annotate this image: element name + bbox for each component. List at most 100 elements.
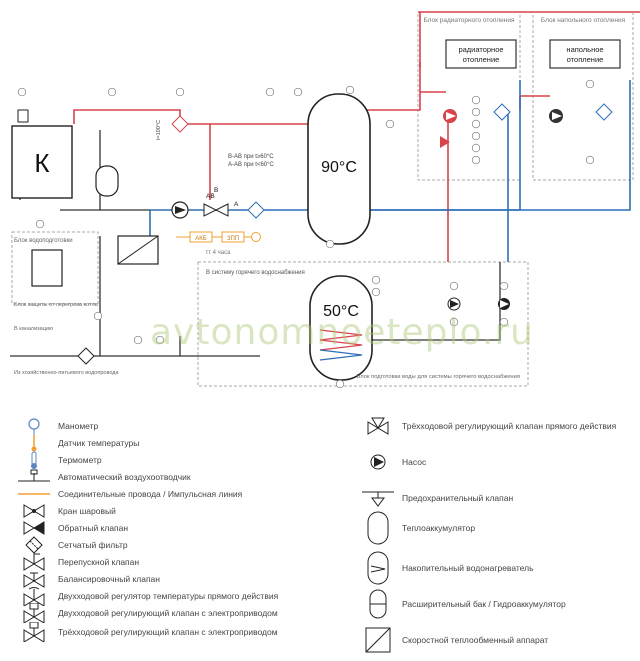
callout-circle — [471, 107, 481, 117]
radiator-heating-label: радиаторное — [458, 45, 503, 54]
legend-label: Датчик температуры — [58, 438, 140, 448]
legend-item-temp-sensor: Датчик температуры — [16, 433, 139, 453]
legend-item-air-vent: Автоматический воздухоотводчик — [16, 467, 191, 487]
callout-circle — [93, 311, 103, 321]
radiator-block-frame — [417, 11, 521, 181]
radiator-block-title: Блок радиаторного отопления — [423, 17, 515, 24]
callout-circle — [335, 379, 345, 389]
water-heater-icon — [367, 551, 389, 585]
legend-label: Трёхходовой регулирующий клапан с электр… — [58, 627, 278, 637]
floor-block-title: Блок напольного отопления — [541, 17, 626, 24]
callout-circle — [175, 87, 185, 97]
callout-circle — [325, 239, 335, 249]
water-supply-block-label: Блок водоподготовки — [14, 238, 73, 244]
heat-accumulator-tank — [307, 93, 371, 245]
water-treatment-unit — [31, 249, 63, 287]
legend-label: Перепускной клапан — [58, 557, 140, 567]
legend-label: Накопительный водонагреватель — [402, 563, 534, 573]
legend-label: Соединительные провода / Импульсная лини… — [58, 489, 243, 499]
thermometer-icon — [31, 451, 37, 469]
main-filter-supply — [171, 115, 189, 133]
legend-item-direct-regulator: Двухходовой регулятор температуры прямог… — [16, 586, 278, 606]
floor-heating-box — [549, 39, 621, 69]
legend-label: Кран шаровый — [58, 506, 116, 516]
legend-label: Насос — [402, 457, 427, 467]
boiler-sensor — [17, 109, 29, 123]
legend-label: Предохранительный клапан — [402, 493, 514, 503]
wire-icon — [18, 493, 50, 495]
three-way-direct-icon — [367, 417, 389, 435]
expansion-tank-icon — [369, 589, 387, 619]
callout-circle — [471, 119, 481, 129]
port-ab-label: AB — [206, 193, 215, 200]
manometer-icon — [28, 418, 40, 436]
dhw-pump-1-triangle — [450, 300, 459, 308]
legend-item-motor-3way: Трёхходовой регулирующий клапан с электр… — [16, 622, 278, 642]
temp-sensor-icon — [31, 435, 37, 452]
from-water-label: Из хозяйственно-питьевого водопровода — [14, 369, 119, 376]
dhw-supply-label: В систему горячего водоснабжения — [206, 270, 305, 276]
callout-circle — [265, 87, 275, 97]
legend-label: Теплоаккумулятор — [402, 523, 476, 533]
callout-circle — [499, 281, 509, 291]
callout-circle — [107, 87, 117, 97]
callout-markers — [17, 79, 595, 389]
legend-label: Балансировочный клапан — [58, 574, 160, 584]
callout-circle — [371, 287, 381, 297]
heating-scheme-diagram: Блок радиаторного отопления Блок напольн… — [10, 11, 640, 389]
water-heater-tank — [309, 275, 373, 381]
callout-circle — [155, 335, 165, 345]
callout-circle — [471, 143, 481, 153]
air-vent-icon — [18, 469, 50, 482]
legend-label: Сетчатый фильтр — [58, 540, 128, 550]
controller-b: ЗПП — [227, 236, 239, 242]
radiator-heating-label-2: отопление — [463, 55, 500, 64]
callout-circle — [471, 155, 481, 165]
callout-circle — [385, 119, 395, 129]
floor-heating-label-2: отопление — [567, 55, 604, 64]
boiler-expansion-tank — [95, 165, 119, 197]
sewer-label: В канализацию — [14, 326, 53, 332]
legend-item-pump: Насос — [360, 452, 426, 472]
legend-item-heat-exchanger: Скоростной теплообменный аппарат — [360, 622, 548, 658]
three-way-valve-right — [214, 203, 229, 217]
dhw-coil-supply — [319, 329, 363, 351]
callout-circle — [371, 275, 381, 285]
main-filter-return — [247, 201, 265, 219]
cold-water-filter — [77, 347, 95, 365]
three-way-valve-left — [203, 203, 218, 217]
radiator-pump-triangle — [446, 112, 456, 120]
heat-exchanger-icon — [365, 627, 391, 653]
motor-3way-icon — [23, 622, 45, 642]
floor-pump-triangle — [552, 112, 562, 120]
heat-accumulator-icon — [367, 511, 389, 545]
balancing-valve-icon — [23, 572, 45, 588]
water-prep-frame — [197, 261, 529, 387]
strainer-icon — [25, 536, 43, 554]
port-b-label: B — [214, 187, 218, 194]
legend-label: Скоростной теплообменный аппарат — [402, 635, 549, 645]
callout-circle — [585, 79, 595, 89]
legend-label: Манометр — [58, 421, 99, 431]
motor-2way-icon — [23, 603, 45, 623]
legend-item-water-heater: Накопительный водонагреватель — [360, 550, 534, 586]
dhw-pump-2-triangle — [500, 300, 509, 308]
legend-label: Термометр — [58, 455, 102, 465]
legend-item-manometer: Манометр — [16, 416, 98, 436]
legend-label: Двухходовой регулятор температуры прямог… — [58, 591, 279, 601]
callout-circle — [35, 219, 45, 229]
boiler-pump-triangle — [175, 206, 186, 214]
pump-icon — [370, 454, 386, 470]
radiator-3way-valve — [440, 136, 450, 148]
radiator-filter — [493, 103, 511, 121]
legend-item-motor-2way: Двухходовой регулирующий клапан с электр… — [16, 603, 278, 623]
legend-item-check-valve: Обратный клапан — [16, 518, 128, 538]
ab-low-note: A-AB при t<60°C — [228, 162, 275, 168]
radiator-heating-box — [445, 39, 517, 69]
legend-item-strainer: Сетчатый фильтр — [16, 535, 128, 555]
dhw-coil-return — [319, 349, 363, 361]
safety-valve-icon — [362, 491, 394, 507]
callout-circle — [293, 87, 303, 97]
tset-note: t=100°C — [156, 120, 162, 140]
legend-item-wire: Соединительные провода / Импульсная лини… — [16, 484, 242, 504]
